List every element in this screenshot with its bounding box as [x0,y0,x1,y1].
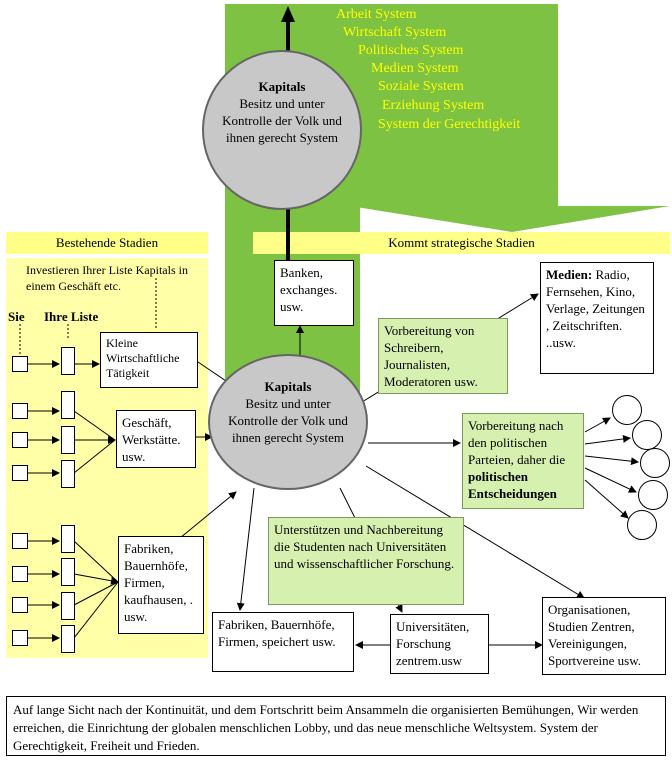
node-square [12,356,28,372]
box-medien: Medien: Radio, Fernsehen, Kino, Verlage,… [540,262,654,374]
system-sozial: Soziale System [378,79,464,94]
footer-text: Auf lange Sicht nach der Kontinuität, un… [6,696,666,756]
existing-stage-label: Bestehende Stadien [6,232,208,254]
system-medien: Medien System [371,61,459,76]
node-rect [61,625,75,653]
parteien-bold: politischen Entscheidungen [468,469,557,501]
system-politisch: Politisches System [358,43,464,58]
node-square [12,533,28,549]
node-square [12,566,28,582]
top-circle-body: Besitz und unter Kontrolle der Volk und … [222,96,342,145]
node-rect [61,525,75,553]
box-unterstuetzen: Unterstützen und Nachbereitung die Stude… [268,517,464,605]
medien-title: Medien: [546,267,593,282]
parteien-text: Vorbereitung nach den politischen Partei… [468,418,566,467]
center-circle-title: Kapitals [264,379,312,394]
node-square [12,597,28,613]
center-capital-circle: Kapitals Besitz und unter Kontrolle der … [208,354,368,490]
node-rect [61,391,75,419]
party-circle [627,510,657,540]
party-circle [638,480,668,510]
box-vorbereitung-schreiber: Vorbereitung von Schreibern, Journaliste… [378,318,508,394]
node-square [12,630,28,646]
node-rect [61,426,75,454]
big-down-arrow [350,157,670,232]
node-square [12,432,28,448]
label-ihre-liste: Ihre Liste [44,309,99,324]
system-wirtschaft: Wirtschaft System [343,25,447,40]
node-square [12,465,28,481]
party-circle [612,395,642,425]
node-rect [61,592,75,620]
box-kleine: Kleine Wirtschaftliche Tätigkeit [100,332,198,388]
medien-body: Radio, Fernsehen, Kino, Verlage, Zeitung… [546,267,645,350]
strategic-stage-label: Kommt strategische Stadien [253,232,670,254]
box-universitaeten: Universitäten, Forschung zentrem.usw [390,614,489,674]
system-gerechtigkeit: System der Gerechtigkeit [378,117,521,132]
node-rect [61,460,75,488]
node-rect [61,347,75,375]
label-sie: Sie [8,309,25,324]
box-banken: Banken, exchanges. usw. [274,260,354,326]
system-arbeit: Arbeit System [336,7,417,22]
box-fabriken-bottom: Fabriken, Bauernhöfe, Firmen, speichert … [212,612,354,672]
box-fabriken-left: Fabriken, Bauernhöfe, Firmen, kaufhausen… [118,536,204,634]
party-circle [640,448,670,478]
box-vorbereitung-parteien: Vorbereitung nach den politischen Partei… [462,413,584,509]
arrow-fabriken-center [179,491,237,539]
spine-arrow-head [281,6,295,22]
invest-note: Investieren Ihrer Liste Kapitals in eine… [26,263,188,293]
node-square [12,403,28,419]
box-organisationen: Organisationen, Studien Zentren, Vereini… [542,597,666,675]
arrow-center-organisationen [365,465,585,599]
system-erziehung: Erziehung System [382,98,485,113]
party-circle [632,420,662,450]
top-circle-title: Kapitals [258,79,306,94]
arrow-center-fabriken [236,487,255,611]
center-circle-body: Besitz und unter Kontrolle der Volk und … [228,396,348,445]
top-capital-circle: Kapitals Besitz und unter Kontrolle der … [202,50,362,210]
node-rect [61,558,75,586]
box-geschaeft: Geschäft, Werkstätte. usw. [116,410,196,468]
